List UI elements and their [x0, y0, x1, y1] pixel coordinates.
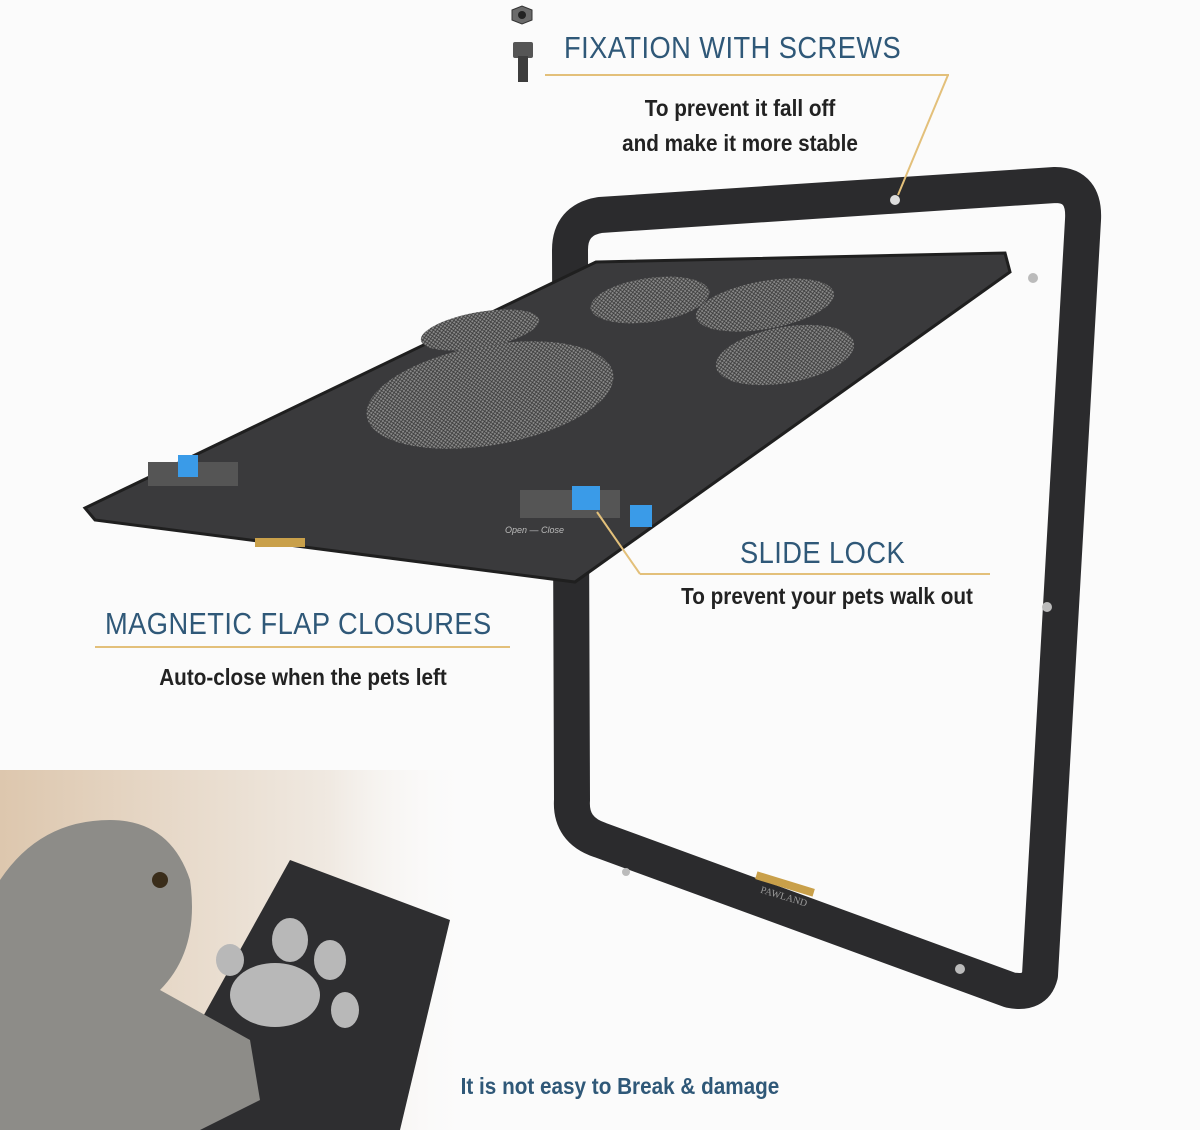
screws-line1: To prevent it fall off [644, 95, 836, 121]
divider [545, 74, 949, 76]
door-frame [552, 167, 1102, 1009]
lock-label: Open — Close [505, 525, 564, 535]
magnetic-text: Auto-close when the pets left [159, 664, 447, 690]
divider [640, 573, 990, 575]
screws-line2: and make it more stable [622, 130, 858, 156]
slide-lock-icon [148, 455, 652, 527]
screw-icon [511, 5, 533, 82]
paw-mesh [366, 276, 855, 449]
slide-lock-text: To prevent your pets walk out [681, 583, 973, 609]
magnetic-title: MAGNETIC FLAP CLOSURES [105, 606, 492, 641]
divider [95, 646, 510, 648]
slide-lock-title: SLIDE LOCK [740, 535, 906, 570]
cat-photo [0, 770, 470, 1130]
screws-title: FIXATION WITH SCREWS [564, 30, 902, 65]
footer-text: It is not easy to Break & damage [460, 1073, 780, 1099]
